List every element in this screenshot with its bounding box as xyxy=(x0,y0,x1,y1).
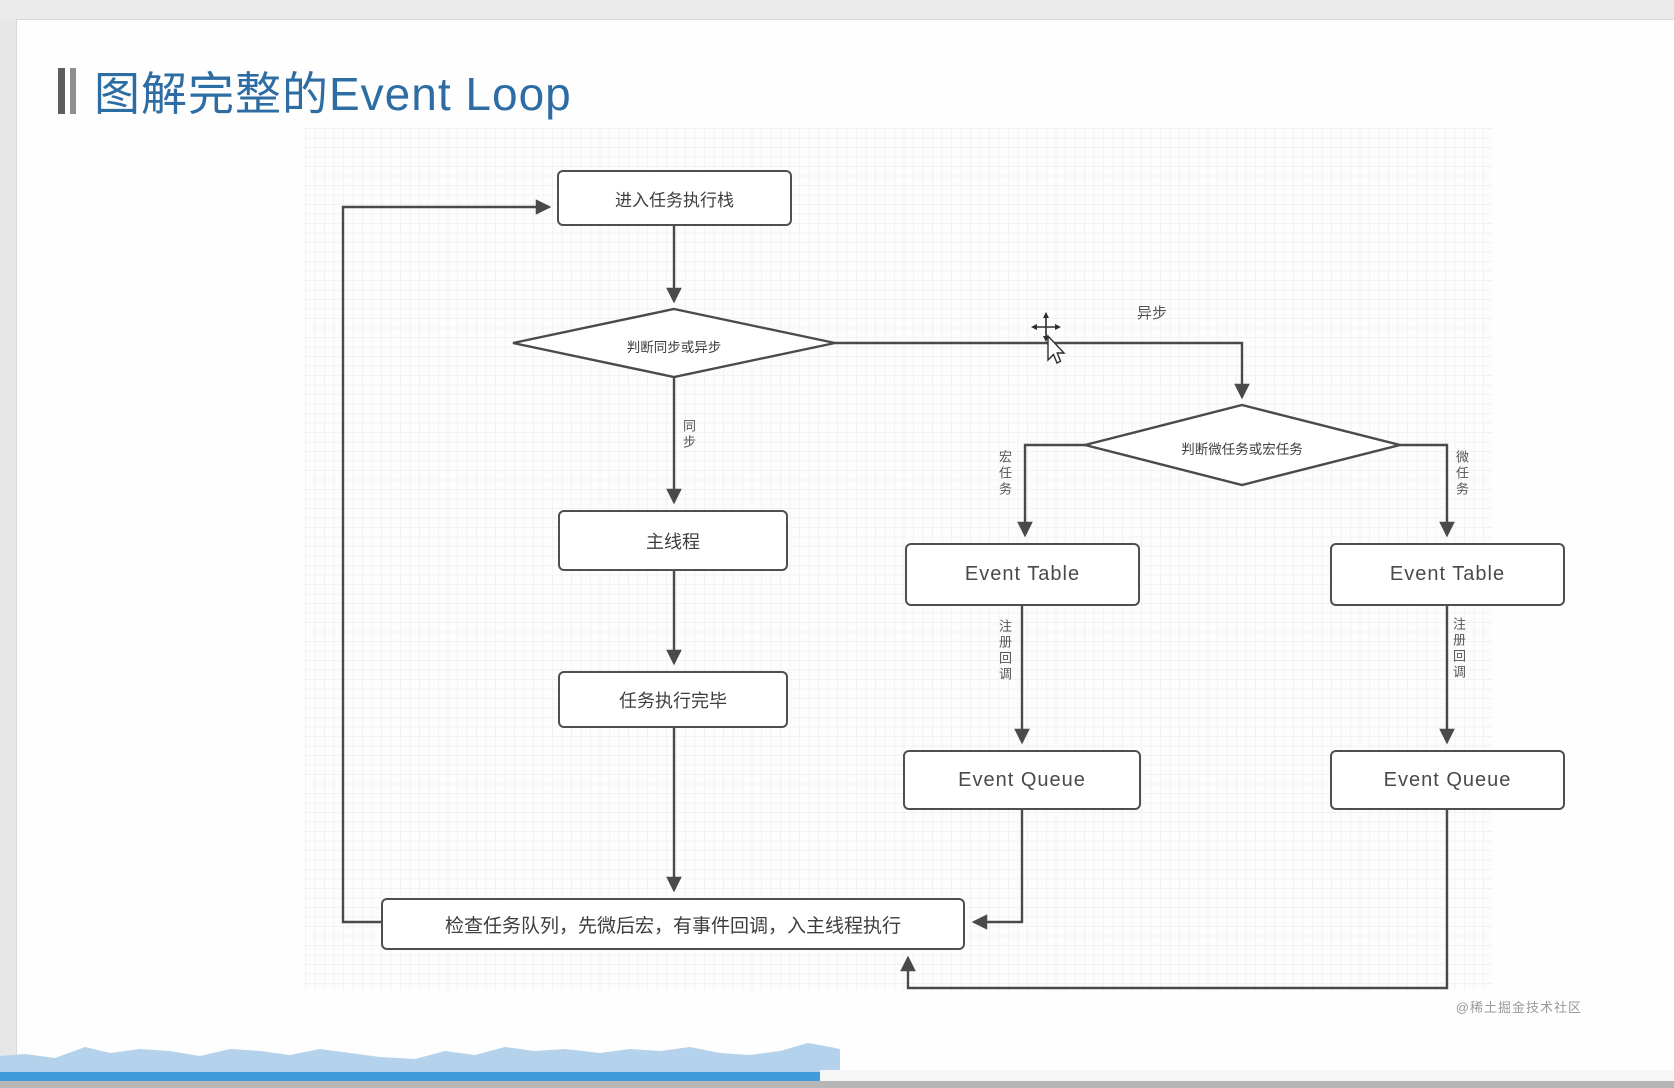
page-title: 图解完整的Event Loop xyxy=(94,68,572,120)
node-main-thread: 主线程 xyxy=(558,510,788,571)
node-label: 任务执行完毕 xyxy=(619,690,727,711)
video-progress-remaining[interactable] xyxy=(820,1070,1674,1082)
diamond-label-judge-sync-async: 判断同步或异步 xyxy=(626,340,722,355)
node-event-table-macro: Event Table xyxy=(905,543,1140,606)
node-label: 检查任务队列，先微后宏，有事件回调，入主线程执行 xyxy=(444,915,901,937)
page-title-row: 图解完整的Event Loop xyxy=(58,58,572,124)
edge-label-macro-task: 宏任务 xyxy=(997,450,1012,498)
left-margin-strip xyxy=(0,19,17,1088)
edge-label-sync: 同步 xyxy=(681,419,696,451)
title-accent-bars-icon xyxy=(58,68,76,114)
diamond-label-judge-micro-macro: 判断微任务或宏任务 xyxy=(1181,442,1303,457)
watermark: @稀土掘金技术社区 xyxy=(1455,1000,1582,1015)
node-label: Event Queue xyxy=(958,768,1086,791)
edge-label-register-callback-right: 注册回调 xyxy=(1451,617,1466,681)
video-progress-bar[interactable] xyxy=(0,1072,820,1082)
node-label: Event Table xyxy=(1389,563,1506,585)
node-event-table-micro: Event Table xyxy=(1330,543,1565,606)
bottom-gray-strip xyxy=(0,1081,1674,1088)
node-check-task-queue: 检查任务队列，先微后宏，有事件回调，入主线程执行 xyxy=(381,898,965,950)
node-task-done: 任务执行完毕 xyxy=(558,671,788,728)
audio-wave-strip xyxy=(0,1043,840,1081)
node-label: Event Queue xyxy=(1383,768,1512,791)
node-label: 主线程 xyxy=(646,531,700,552)
edge-label-async: 异步 xyxy=(1137,305,1168,322)
node-label: Event Table xyxy=(964,563,1081,585)
node-enter-task-stack: 进入任务执行栈 xyxy=(557,170,792,226)
node-event-queue-micro: Event Queue xyxy=(1330,750,1565,810)
top-chrome-strip xyxy=(0,0,1674,20)
diagram-grid-canvas xyxy=(305,128,1492,990)
mouse-move-cursor-icon xyxy=(1031,312,1066,364)
node-event-queue-macro: Event Queue xyxy=(903,750,1141,810)
edge-label-register-callback-left: 注册回调 xyxy=(997,619,1012,683)
node-label: 进入任务执行栈 xyxy=(615,190,734,210)
edge-label-micro-task: 微任务 xyxy=(1454,450,1469,498)
